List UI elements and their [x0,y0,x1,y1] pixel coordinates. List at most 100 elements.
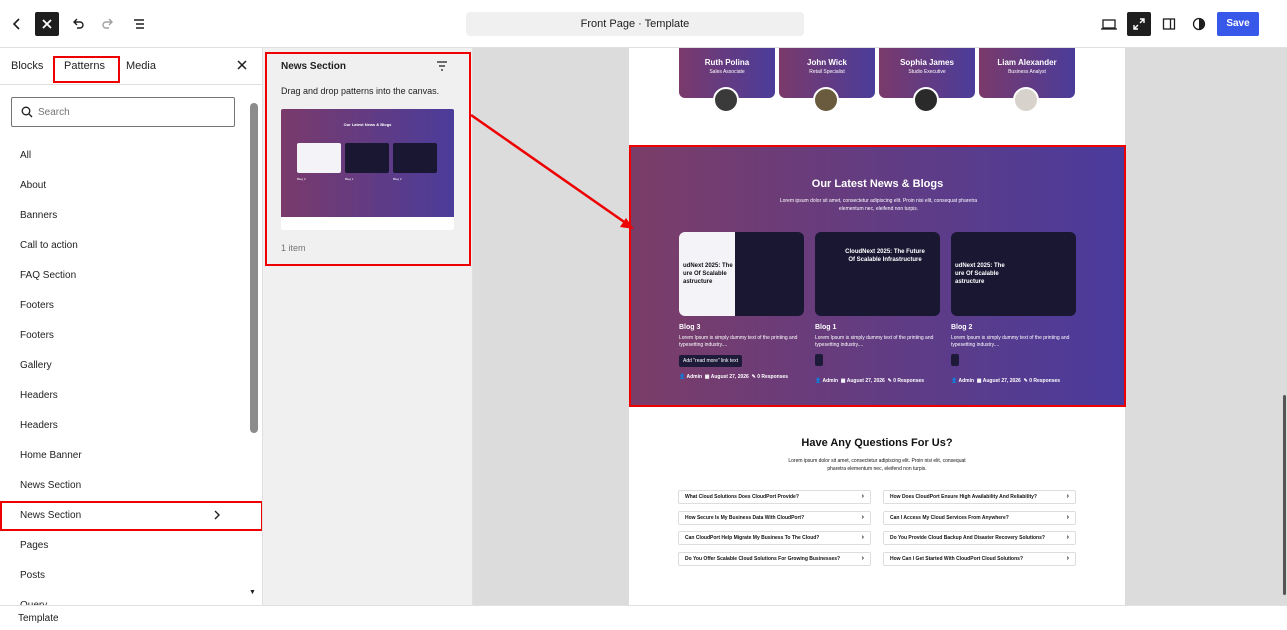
category-headers[interactable]: Headers [20,390,58,401]
blog-responses: 0 Responses [757,374,789,380]
blog-responses: 0 Responses [1029,378,1061,384]
blog-image: CloudNext 2025: The Future Of Scalable I… [815,232,940,316]
blog-card[interactable]: CloudNext 2025: The Future Of Scalable I… [815,232,940,384]
breadcrumb[interactable]: Template [18,613,59,624]
pattern-thumbnail[interactable]: Our Latest News & Blogs Blog 3 Blog 1 Bl… [281,109,454,230]
calendar-icon: ▦ [840,378,846,384]
faq-item[interactable]: Do You Offer Scalable Cloud Solutions Fo… [678,552,871,566]
category-footers-2[interactable]: Footers [20,330,54,341]
team-role: Studio Executive [908,69,946,75]
sidebar-scrollbar[interactable] [250,103,258,433]
chevron-right-icon: › [1066,555,1069,562]
blog-date: August 27, 2026 [982,378,1021,384]
team-role: Retail Specialist [809,69,845,75]
top-toolbar: Front Page · Template Save [0,0,1287,48]
blog-card[interactable]: udNext 2025: The ure Of Scalable astruct… [951,232,1076,384]
thumb-blog-image [393,143,437,173]
chevron-right-icon: › [1066,493,1069,500]
search-field[interactable] [11,97,235,127]
blog-image-text: CloudNext 2025: The Future Of Scalable I… [845,249,925,263]
faq-question: How Secure Is My Business Data With Clou… [685,515,805,521]
settings-sidebar-icon[interactable] [1157,12,1181,36]
thumb-blog-title: Blog 1 [345,177,354,181]
close-icon[interactable] [236,58,248,74]
category-headers-2[interactable]: Headers [20,420,58,431]
blog-author: Admin [686,374,703,380]
filter-icon[interactable] [436,60,448,74]
blog-description: Lorem Ipsum is simply dummy text of the … [951,335,1070,348]
close-inserter-button[interactable] [35,12,59,36]
category-pages[interactable]: Pages [20,540,49,551]
thumb-blog-title: Blog 3 [297,177,306,181]
tab-blocks[interactable]: Blocks [11,60,44,72]
undo-icon[interactable] [66,12,90,36]
faq-item[interactable]: Can CloudPort Help Migrate My Business T… [678,531,871,545]
faq-question: How Does CloudPort Ensure High Availabil… [890,494,1037,500]
read-more-button[interactable]: Add "read more" link text [679,355,742,367]
faq-item[interactable]: How Does CloudPort Ensure High Availabil… [883,490,1076,504]
category-faq-section[interactable]: FAQ Section [20,270,77,281]
category-banners[interactable]: Banners [20,210,58,221]
blog-meta: 👤 Admin ▦ August 27, 2026 ✎ 0 Responses [679,374,804,380]
category-news-section[interactable]: News Section [20,480,82,491]
save-button[interactable]: Save [1217,12,1259,36]
read-more-button[interactable] [815,354,823,366]
thumb-blog-title: Blog 2 [393,177,402,181]
pattern-count: 1 item [281,243,306,253]
comment-icon: ✎ [751,374,756,380]
redo-icon[interactable] [96,12,120,36]
category-about[interactable]: About [20,180,47,191]
inserter-tabs: Blocks Patterns Media [0,48,262,85]
blog-meta: 👤 Admin ▦ August 27, 2026 ✎ 0 Responses [815,378,940,384]
blog-description: Lorem Ipsum is simply dummy text of the … [679,335,798,348]
tab-media[interactable]: Media [126,60,156,72]
canvas-scrollbar[interactable] [1283,395,1286,595]
chevron-right-icon: › [861,493,864,500]
desktop-preview-icon[interactable] [1097,12,1121,36]
comment-icon: ✎ [887,378,892,384]
patterns-highlight-box [53,56,120,83]
category-gallery[interactable]: Gallery [20,360,52,371]
avatar [713,87,739,113]
blog-date: August 27, 2026 [710,374,749,380]
category-query[interactable]: Query [0,591,250,605]
blog-title: Blog 1 [815,324,837,331]
faq-question: How Can I Get Started With CloudPort Clo… [890,556,1024,562]
back-icon[interactable] [5,12,29,36]
editor-footer: Template [0,605,1287,630]
faq-item[interactable]: How Can I Get Started With CloudPort Clo… [883,552,1076,566]
faq-item[interactable]: What Cloud Solutions Does CloudPort Prov… [678,490,871,504]
pattern-panel-title: News Section [281,61,347,72]
blog-card[interactable]: udNext 2025: The ure Of Scalable astruct… [679,232,804,380]
faq-item[interactable]: How Secure Is My Business Data With Clou… [678,511,871,525]
search-icon [21,106,33,118]
news-section-block[interactable]: Our Latest News & Blogs Lorem ipsum dolo… [629,145,1126,407]
category-call-to-action[interactable]: Call to action [20,240,78,251]
team-name: Ruth Polina [704,58,750,67]
category-all[interactable]: All [20,150,32,161]
chevron-right-icon: › [861,555,864,562]
search-input[interactable] [38,98,228,126]
document-overview-icon[interactable] [127,12,151,36]
faq-question: What Cloud Solutions Does CloudPort Prov… [685,494,799,500]
zoom-out-icon[interactable] [1127,12,1151,36]
document-title-bar[interactable]: Front Page · Template [466,12,804,36]
calendar-icon: ▦ [976,378,982,384]
chevron-right-icon [213,503,221,529]
styles-icon[interactable] [1187,12,1211,36]
team-name: Sophia James [900,58,954,67]
faq-item[interactable]: Do You Provide Cloud Backup And Disaster… [883,531,1076,545]
tab-patterns[interactable]: Patterns [64,60,105,72]
category-posts[interactable]: Posts [20,570,46,581]
category-home-banner[interactable]: Home Banner [20,450,82,461]
read-more-button[interactable] [951,354,959,366]
faq-item[interactable]: Can I Access My Cloud Services From Anyw… [883,511,1076,525]
blog-image: udNext 2025: The ure Of Scalable astruct… [679,232,804,316]
chevron-right-icon: › [861,534,864,541]
team-name: John Wick [807,58,847,67]
thumb-title: Our Latest News & Blogs [343,122,392,127]
scroll-down-icon[interactable]: ▼ [249,589,256,596]
comment-icon: ✎ [1023,378,1028,384]
category-news-section-selected[interactable]: News Section [0,501,262,531]
category-footers[interactable]: Footers [20,300,54,311]
